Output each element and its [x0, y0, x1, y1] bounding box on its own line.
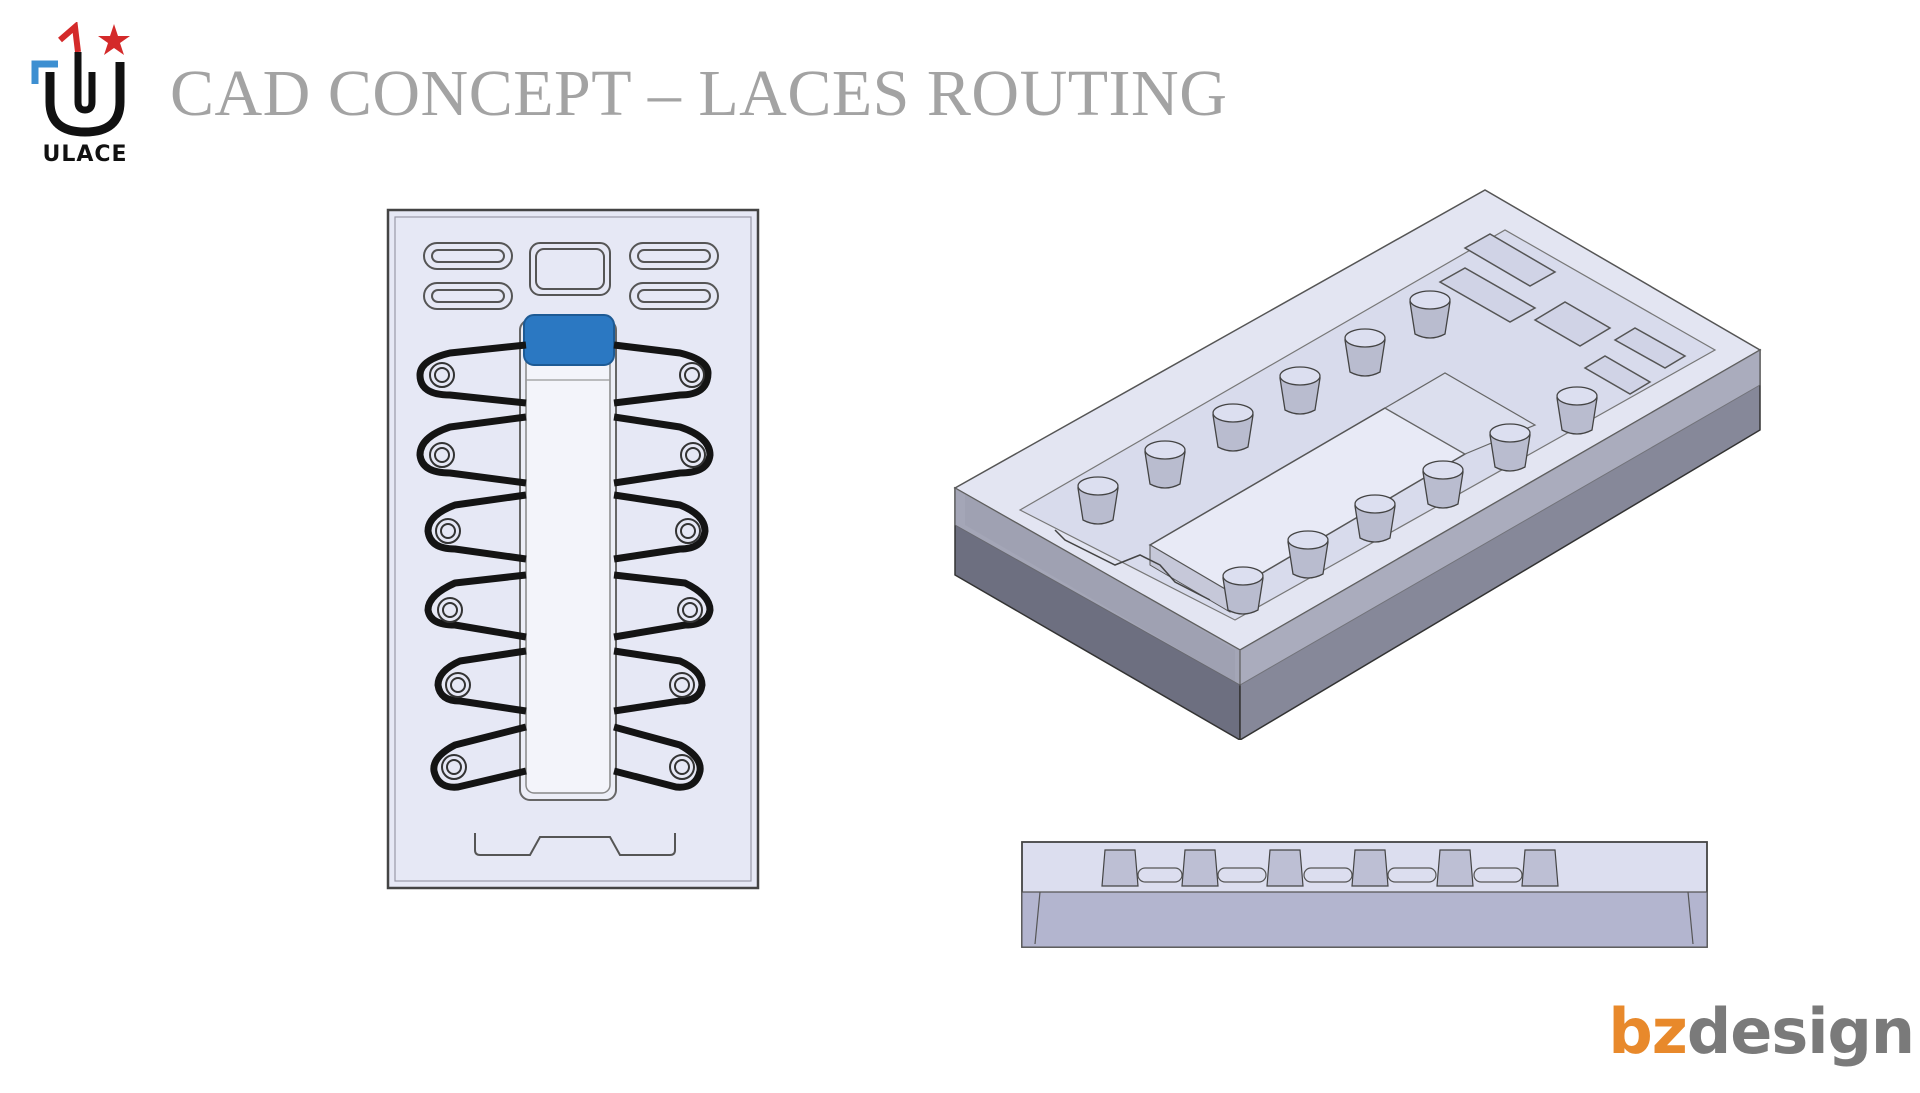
ulace-logo-mark — [31, 21, 130, 137]
side-view-drawing — [1020, 840, 1710, 952]
top-view-drawing — [380, 205, 760, 890]
page-title: CAD CONCEPT – LACES ROUTING — [170, 57, 1228, 130]
ulace-logo: ULACE — [30, 21, 140, 172]
peg-group — [1077, 290, 1598, 615]
isometric-view-drawing — [945, 180, 1765, 742]
brand-part-bz: bz — [1608, 995, 1687, 1068]
bzdesign-logo: bzdesign — [1608, 995, 1915, 1068]
logo-text: ULACE — [42, 142, 128, 167]
brand-part-design: design — [1686, 995, 1915, 1068]
